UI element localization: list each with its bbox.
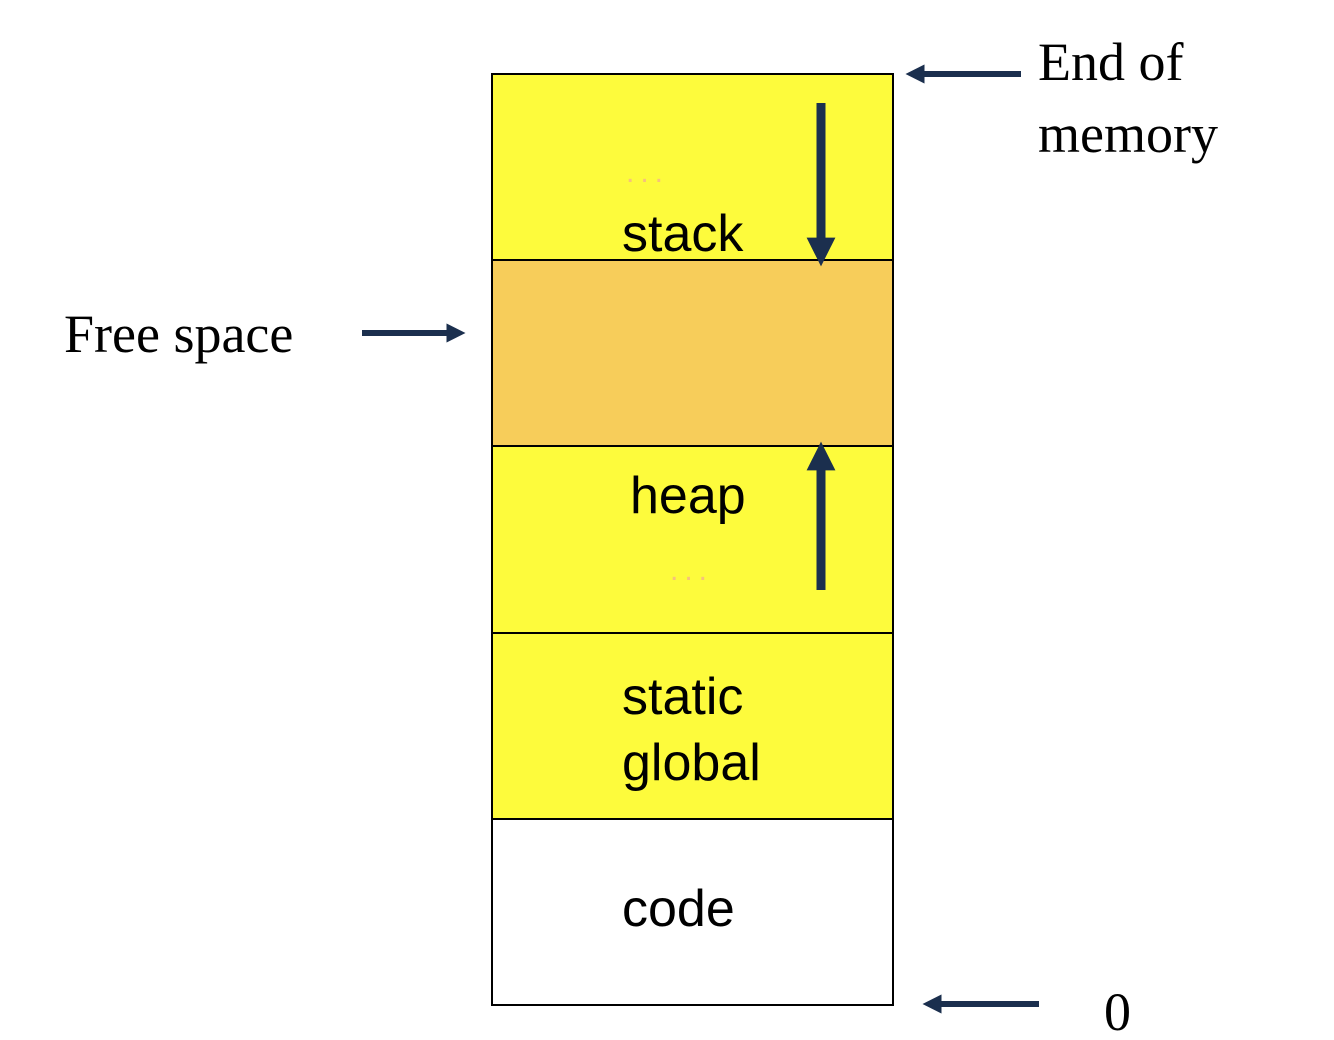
global-label: global (622, 734, 761, 792)
free-space-segment (491, 259, 894, 447)
free-space-label: Free space (64, 304, 293, 364)
static-label: static (622, 668, 743, 726)
end-of-memory-label-line2: memory (1038, 104, 1218, 164)
end-of-memory-label-line1: End of (1038, 32, 1183, 92)
static-global-segment (491, 632, 894, 820)
code-label: code (622, 880, 735, 938)
heap-segment (491, 445, 894, 634)
code-segment (491, 818, 894, 1006)
zero-address-label: 0 (1104, 982, 1131, 1040)
stack-ellipsis: ... (626, 156, 669, 189)
stack-label: stack (622, 205, 744, 263)
memory-column (491, 73, 894, 1006)
stack-segment (491, 73, 894, 261)
heap-label: heap (630, 467, 746, 525)
heap-ellipsis: ... (670, 554, 713, 587)
